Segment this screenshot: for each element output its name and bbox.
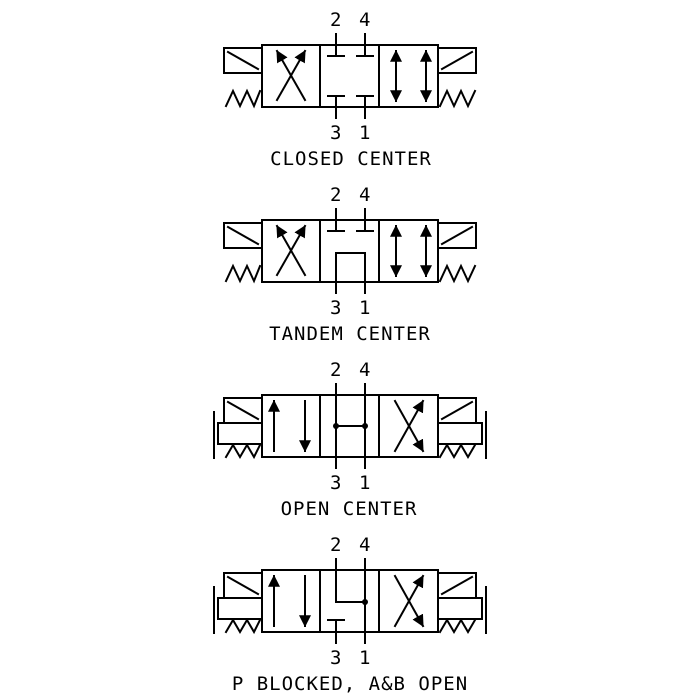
valve-p-blocked-ab-open: 2 4 3 1 P BLOCKED, A&B OPEN <box>213 534 487 695</box>
port-4-label: 4 <box>359 359 370 381</box>
port-4-label: 4 <box>359 534 370 556</box>
left-spring-icon <box>224 618 262 635</box>
port-2-label: 2 <box>330 359 341 381</box>
port-1-label: 1 <box>359 647 370 669</box>
right-spring-icon <box>438 263 477 284</box>
left-solenoid <box>223 222 263 249</box>
right-solenoid <box>437 572 487 634</box>
port-1-label: 1 <box>359 472 370 494</box>
valve-caption: TANDEM CENTER <box>269 323 431 345</box>
valve-body <box>261 219 439 283</box>
port-3-label: 3 <box>330 297 341 319</box>
valve-tandem-center: 2 4 3 1 TANDEM CENTER <box>223 184 477 345</box>
right-spring-icon <box>438 618 477 634</box>
right-solenoid <box>437 397 487 459</box>
valve-closed-center: 2 4 3 1 CLOSED CENTER <box>223 9 477 170</box>
port-3-label: 3 <box>330 472 341 494</box>
left-solenoid <box>213 397 263 459</box>
left-spring-icon <box>224 443 262 460</box>
left-spring-icon <box>224 88 262 109</box>
right-solenoid <box>437 47 477 74</box>
valve-open-center: 2 4 3 1 OPEN CENTER <box>213 359 487 520</box>
left-solenoid <box>213 572 263 634</box>
port-4-label: 4 <box>359 9 370 31</box>
right-spring-icon <box>438 88 477 109</box>
left-solenoid <box>223 47 263 74</box>
port-2-label: 2 <box>330 184 341 206</box>
right-spring-icon <box>438 443 477 459</box>
left-spring-icon <box>224 263 262 284</box>
port-4-label: 4 <box>359 184 370 206</box>
port-3-label: 3 <box>330 647 341 669</box>
valve-body <box>261 44 439 108</box>
valve-caption: P BLOCKED, A&B OPEN <box>232 673 468 695</box>
port-2-label: 2 <box>330 9 341 31</box>
port-1-label: 1 <box>359 122 370 144</box>
right-solenoid <box>437 222 477 249</box>
valve-caption: CLOSED CENTER <box>270 148 432 170</box>
port-1-label: 1 <box>359 297 370 319</box>
port-3-label: 3 <box>330 122 341 144</box>
valve-caption: OPEN CENTER <box>281 498 418 520</box>
port-2-label: 2 <box>330 534 341 556</box>
